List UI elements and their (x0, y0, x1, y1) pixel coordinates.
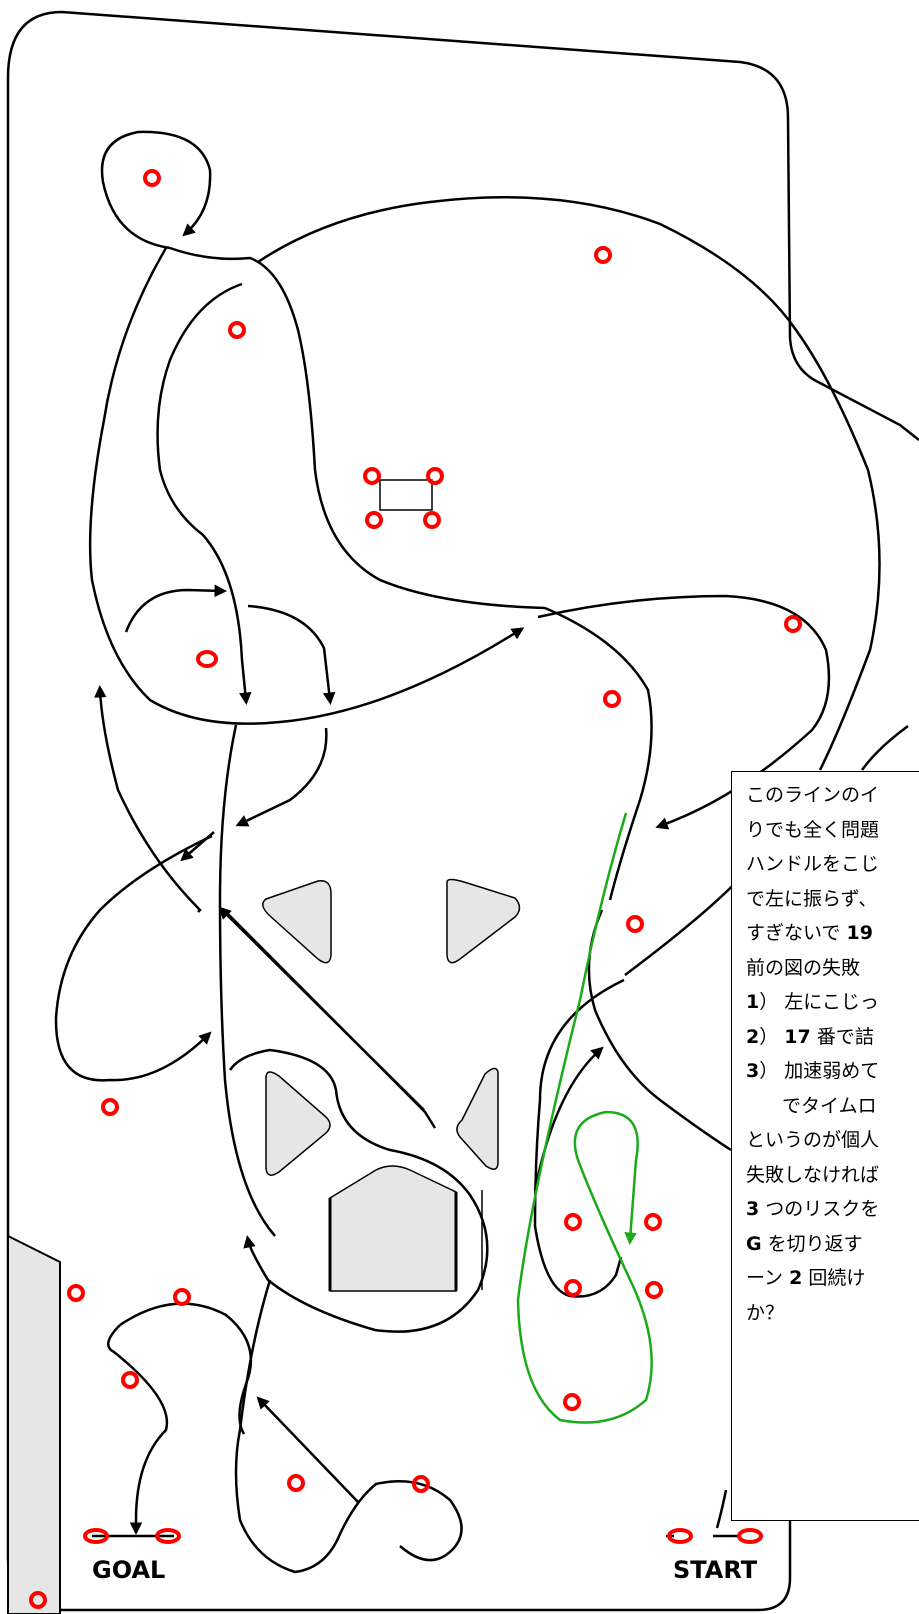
pylon (228, 321, 246, 339)
note-text: ） 加速弱めて (759, 1060, 880, 1082)
note-number: 19 (846, 922, 873, 944)
note-line: すぎないで 19 (746, 916, 919, 951)
note-line: か？ (746, 1301, 785, 1324)
pylon (564, 1279, 582, 1297)
pylon (196, 650, 218, 668)
pylon (365, 511, 383, 529)
note-number: 2 (789, 1267, 803, 1289)
note-text: を切り返す (761, 1232, 863, 1255)
pylon (121, 1371, 139, 1389)
gate-rectangle (379, 479, 433, 511)
note-line: 3 つのリスクを (746, 1192, 919, 1227)
note-number: G (746, 1232, 762, 1255)
pylon-goal-right (155, 1528, 181, 1544)
obstacle-triangle-left (456, 1067, 499, 1170)
pylon (67, 1284, 85, 1302)
pylon-start-left (667, 1528, 693, 1544)
pylon (645, 1281, 663, 1299)
commentary-box: このラインのイ りでも全く問題 ハンドルをこじ で左に振らず、 すぎないで 19… (731, 771, 919, 1521)
note-item: 3） 加速弱めて (746, 1054, 919, 1089)
note-line: で左に振らず、 (746, 887, 878, 910)
start-label: START (673, 1556, 758, 1584)
note-line: ーン 2 回続け (746, 1261, 919, 1296)
pylon (626, 915, 644, 933)
side-area (7, 1234, 61, 1614)
route-line (54, 130, 909, 1574)
note-item: 2） 17 番で詰 (746, 1020, 919, 1055)
note-text: すぎないで (746, 922, 847, 944)
goal-label: GOAL (92, 1556, 165, 1584)
note-text: つのリスクを (759, 1198, 880, 1220)
pylon (603, 690, 621, 708)
pylon (594, 246, 612, 264)
pylon (173, 1288, 191, 1306)
obstacle-triangle-down-left (262, 880, 332, 964)
pylon (564, 1213, 582, 1231)
obstacle-triangle-right (265, 1071, 331, 1176)
note-line: 前の図の失敗 (746, 956, 861, 979)
note-item: 1） 左にこじっ (746, 985, 919, 1020)
note-text: 番で詰 (810, 1025, 874, 1048)
alt-route-line (516, 812, 653, 1424)
pylon (143, 169, 161, 187)
obstacle-triangle-down-right (446, 878, 521, 964)
pylon-goal-left (83, 1528, 109, 1544)
note-text: ーン (746, 1267, 790, 1289)
note-line: このラインのイ (746, 784, 880, 806)
pylon-start-right (737, 1528, 763, 1544)
note-number: 17 (784, 1025, 811, 1048)
pylon (412, 1475, 430, 1493)
pylon (363, 467, 381, 485)
note-line: 失敗しなければ (746, 1163, 880, 1186)
note-item-number: 1 (746, 991, 760, 1013)
pylon (644, 1213, 662, 1231)
pylon (287, 1474, 305, 1492)
pylon (563, 1393, 581, 1411)
pylons (29, 169, 802, 1609)
note-item-number: 3 (746, 1060, 760, 1082)
note-number: 3 (746, 1198, 760, 1220)
pylon (101, 1098, 119, 1116)
note-line: でタイムロ (782, 1094, 877, 1117)
note-text: ） (759, 1025, 785, 1048)
pylon (29, 1591, 47, 1609)
note-text: 回続け (802, 1267, 866, 1289)
pylon (423, 511, 441, 529)
note-line: というのが個人 (746, 1129, 880, 1151)
pylon (784, 615, 802, 633)
note-line: G を切り返す (746, 1227, 919, 1262)
note-item-number: 2 (746, 1025, 760, 1048)
obstacle-box (329, 1165, 457, 1292)
note-line: ハンドルをこじ (746, 853, 880, 875)
note-text: ） 左にこじっ (759, 991, 879, 1013)
pylon (426, 467, 444, 485)
note-line: りでも全く問題 (746, 818, 880, 841)
